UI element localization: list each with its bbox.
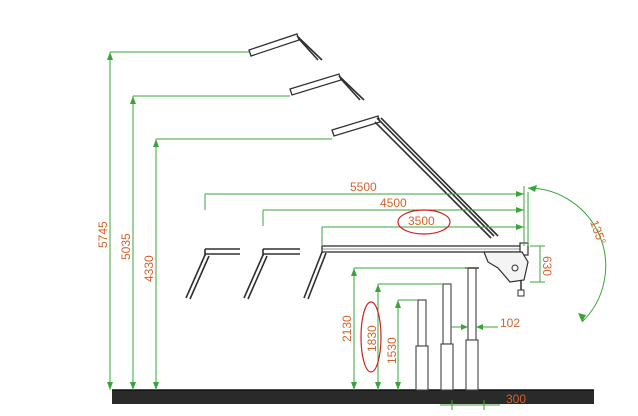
raised-boom-middle — [289, 73, 365, 101]
raised-boom-lower — [331, 115, 499, 239]
dim-3500: 3500 — [321, 209, 524, 246]
mast-medium — [440, 283, 454, 391]
dim-5500: 5500 — [204, 180, 524, 210]
dim-label-1530: 1530 — [385, 337, 399, 364]
dim-102: 102 — [451, 316, 520, 330]
dim-2130: 2130 — [340, 267, 468, 390]
folded-arm-2 — [243, 248, 300, 300]
dim-1530: 1530 — [385, 299, 418, 390]
highlight-3500 — [397, 209, 451, 235]
dim-label-135: 135° — [587, 218, 609, 246]
horizontal-boom — [321, 242, 529, 297]
dim-label-630: 630 — [540, 256, 554, 276]
dim-label-4500: 4500 — [380, 196, 407, 210]
dim-label-5035: 5035 — [119, 233, 133, 260]
dim-5745: 5745 — [96, 51, 249, 390]
folded-arm-1 — [185, 248, 240, 300]
dim-300: 300 — [440, 392, 526, 410]
dim-label-5500: 5500 — [350, 180, 377, 194]
dim-label-3500: 3500 — [408, 214, 435, 228]
dim-label-2130: 2130 — [340, 315, 354, 342]
dim-label-102: 102 — [500, 316, 520, 330]
mast-tall — [465, 267, 479, 391]
folded-arm-3 — [303, 251, 327, 300]
mast-short — [415, 299, 429, 391]
dim-label-4330: 4330 — [142, 255, 156, 282]
raised-boom-top — [248, 33, 323, 61]
dim-630: 630 — [530, 245, 554, 283]
dim-4500: 4500 — [262, 196, 524, 226]
dim-label-1830: 1830 — [365, 325, 379, 352]
highlight-1830 — [360, 301, 382, 373]
dim-1830: 1830 — [360, 283, 443, 390]
ground — [112, 389, 594, 404]
dim-label-300: 300 — [506, 392, 526, 406]
dim-4330: 4330 — [142, 138, 332, 390]
dim-label-5745: 5745 — [96, 221, 110, 248]
dim-5035: 5035 — [119, 95, 290, 390]
